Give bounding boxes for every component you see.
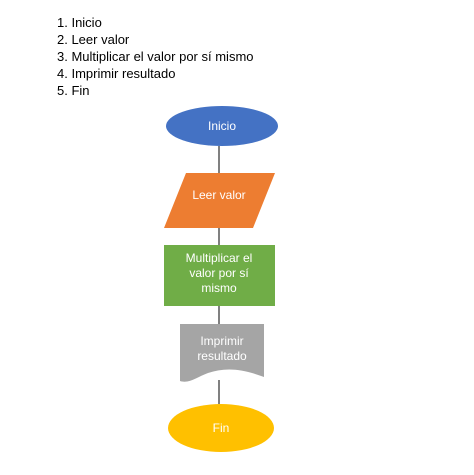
input-label: Leer valor <box>192 188 245 202</box>
step-item: 1. Inicio <box>57 15 102 30</box>
process-label-line: Multiplicar el <box>186 251 253 265</box>
input-parallelogram-shape <box>164 173 275 228</box>
output-node: Imprimir resultado <box>180 324 264 382</box>
start-node: Inicio <box>166 106 278 146</box>
end-label: Fin <box>213 421 230 435</box>
start-oval-shape <box>166 106 278 146</box>
output-document-shape <box>180 324 264 382</box>
step-item: 4. Imprimir resultado <box>57 66 176 81</box>
process-label-line: mismo <box>201 281 237 295</box>
process-rectangle-shape <box>164 245 275 306</box>
algorithm-steps-list: 1. Inicio 2. Leer valor 3. Multiplicar e… <box>57 14 254 99</box>
step-item: 3. Multiplicar el valor por sí mismo <box>57 49 254 64</box>
input-node: Leer valor <box>164 173 275 228</box>
end-node: Fin <box>168 404 274 452</box>
output-label-line: resultado <box>197 349 247 363</box>
process-node: Multiplicar el valor por sí mismo <box>164 245 275 306</box>
step-item: 5. Fin <box>57 83 90 98</box>
output-label-line: Imprimir <box>200 334 243 348</box>
start-label: Inicio <box>208 119 236 133</box>
step-item: 2. Leer valor <box>57 32 130 47</box>
end-oval-shape <box>168 404 274 452</box>
process-label-line: valor por sí <box>189 266 249 280</box>
